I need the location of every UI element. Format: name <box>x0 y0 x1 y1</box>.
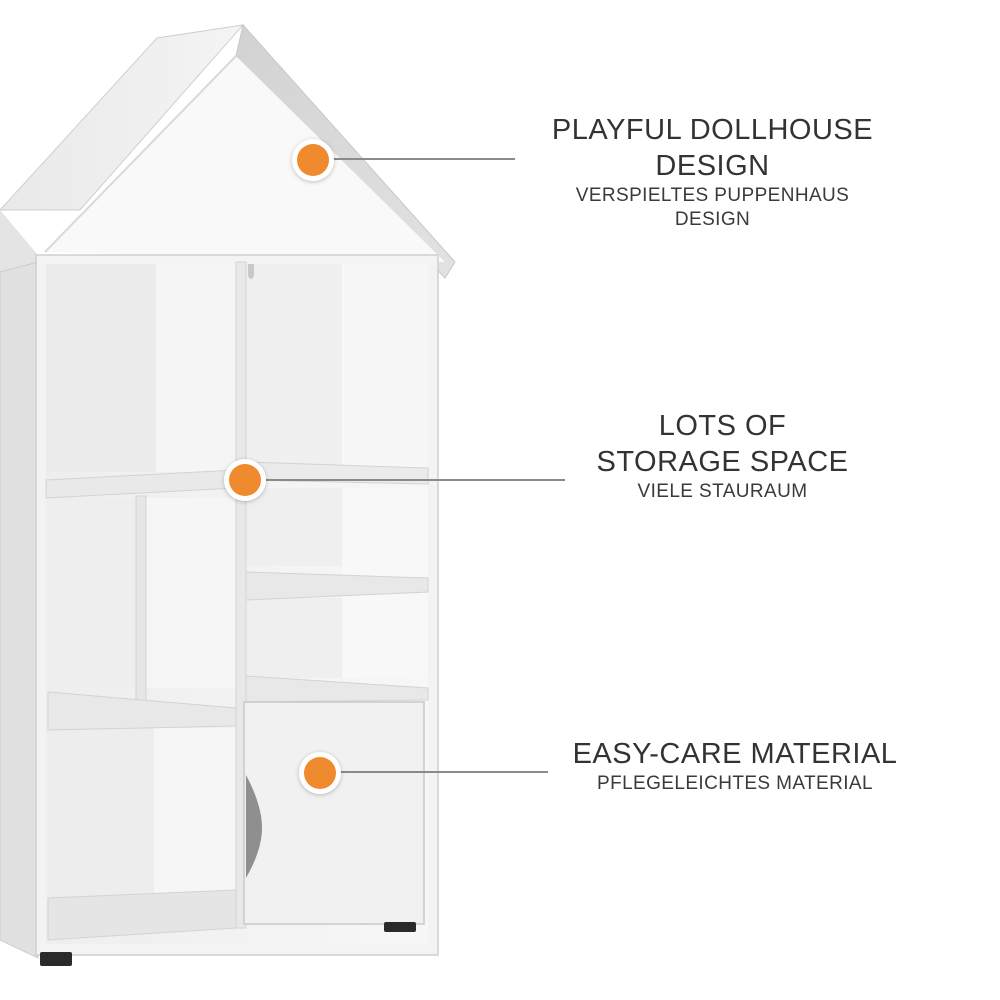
feature-title: PLAYFUL DOLLHOUSE DESIGN <box>540 112 885 184</box>
callout-dot-1 <box>292 139 334 181</box>
side-panel <box>0 261 39 959</box>
feature-title-line: DESIGN <box>655 150 770 182</box>
feature-title: EASY-CARE MATERIAL <box>555 736 915 772</box>
feature-subtitle-line: VIELE STAURAUM <box>637 481 808 502</box>
feature-subtitle-line: DESIGN <box>674 209 751 230</box>
feature-title: LOTS OF STORAGE SPACE <box>570 408 875 480</box>
door-handle-cutout <box>246 775 262 878</box>
feature-subtitle: VIELE STAURAUM <box>570 480 875 504</box>
foot-left <box>40 952 72 966</box>
feature-title-line: EASY-CARE MATERIAL <box>572 738 898 770</box>
feature-subtitle-line: VERSPIELTES PUPPENHAUS <box>575 185 850 206</box>
feature-title-line: PLAYFUL DOLLHOUSE <box>551 114 874 146</box>
feature-easy-care-material: EASY-CARE MATERIAL PFLEGELEICHTES MATERI… <box>555 736 915 796</box>
feature-subtitle: VERSPIELTES PUPPENHAUS DESIGN <box>540 184 885 232</box>
feature-subtitle-line: PFLEGELEICHTES MATERIAL <box>597 773 873 794</box>
callout-dot-2 <box>224 459 266 501</box>
foot-right <box>384 922 416 932</box>
feature-title-line: STORAGE SPACE <box>596 446 849 478</box>
roof <box>0 23 456 284</box>
feature-dollhouse-design: PLAYFUL DOLLHOUSE DESIGN VERSPIELTES PUP… <box>540 112 885 232</box>
feature-subtitle: PFLEGELEICHTES MATERIAL <box>555 772 915 796</box>
callout-dot-3 <box>299 752 341 794</box>
cabinet-door <box>243 701 425 925</box>
feature-storage-space: LOTS OF STORAGE SPACE VIELE STAURAUM <box>570 408 875 504</box>
feature-title-line: LOTS OF <box>658 410 787 442</box>
